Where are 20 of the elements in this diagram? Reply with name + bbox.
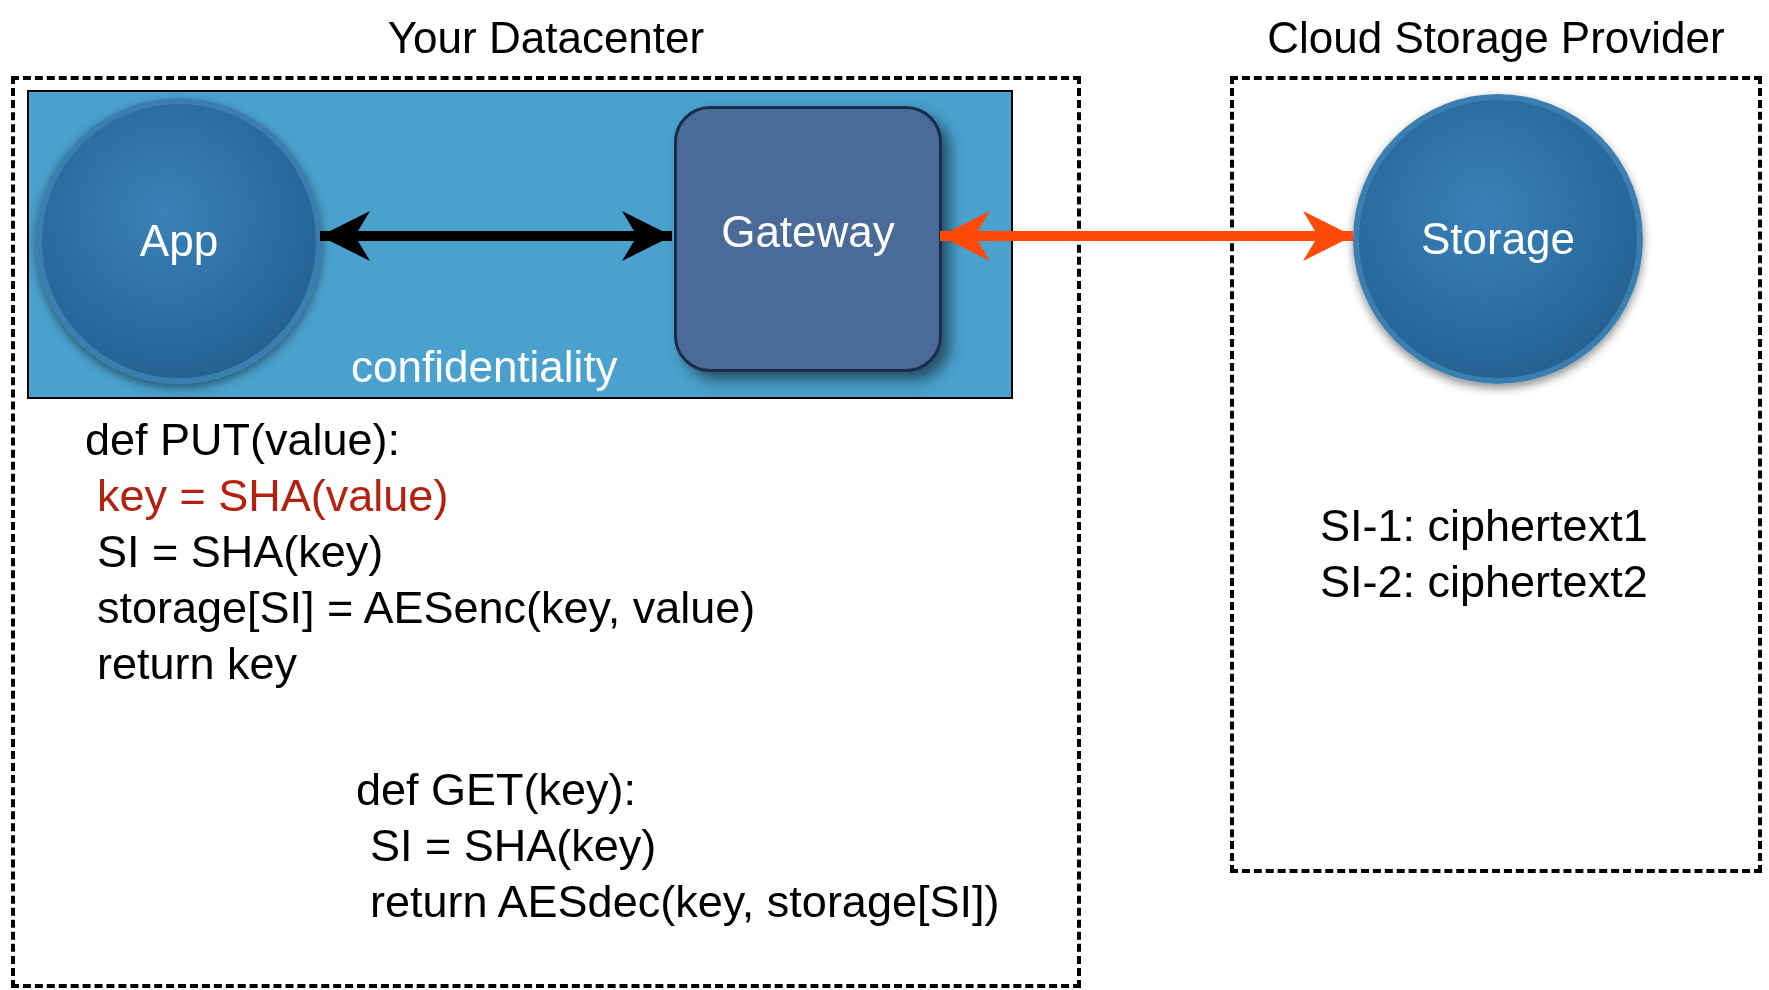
confidentiality-panel xyxy=(27,90,1013,399)
double-arrow xyxy=(320,211,672,261)
code-line: SI-1: ciphertext1 xyxy=(1320,499,1648,553)
gateway-box xyxy=(674,106,942,372)
code-line: def GET(key): xyxy=(356,763,637,817)
code-line: def PUT(value): xyxy=(85,413,401,467)
code-line: SI-2: ciphertext2 xyxy=(1320,555,1648,609)
zone-heading: Cloud Storage Provider xyxy=(1266,12,1726,64)
node-label: Storage xyxy=(1420,213,1576,265)
node-label: Gateway xyxy=(721,206,895,258)
double-arrow xyxy=(940,211,1353,261)
code-line: storage[SI] = AESenc(key, value) xyxy=(97,581,756,635)
code-line: return key xyxy=(97,637,298,691)
code-line: return AESdec(key, storage[SI]) xyxy=(370,875,1000,929)
node-label: App xyxy=(139,215,219,267)
zone-heading: Your Datacenter xyxy=(386,12,706,64)
code-line: SI = SHA(key) xyxy=(370,819,657,873)
code-line: key = SHA(value) xyxy=(97,469,449,523)
node-label: confidentiality xyxy=(351,341,618,393)
code-line: SI = SHA(key) xyxy=(97,525,384,579)
